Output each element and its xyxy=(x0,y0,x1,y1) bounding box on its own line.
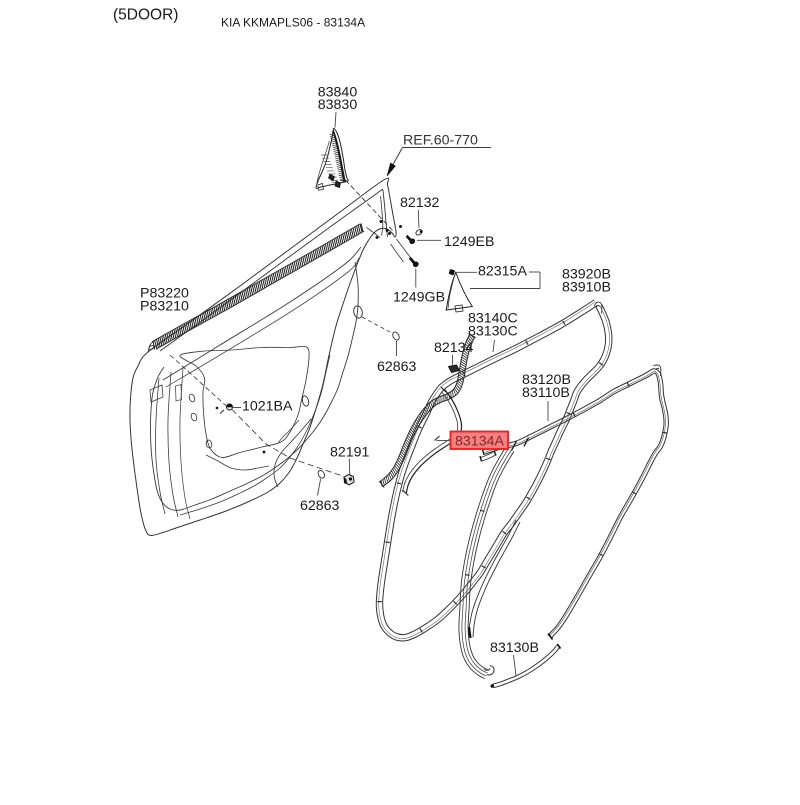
svg-text:83910B: 83910B xyxy=(562,280,611,296)
svg-text:82132: 82132 xyxy=(400,195,440,211)
svg-text:83134A: 83134A xyxy=(455,434,504,450)
svg-text:1249GB: 1249GB xyxy=(393,290,445,306)
svg-text:82191: 82191 xyxy=(330,445,370,461)
svg-text:82315A: 82315A xyxy=(478,264,527,280)
svg-text:83130C: 83130C xyxy=(468,324,518,340)
svg-text:83830: 83830 xyxy=(318,97,358,113)
svg-text:82134: 82134 xyxy=(434,340,474,356)
svg-text:REF.60-770: REF.60-770 xyxy=(403,133,478,149)
svg-text:83130B: 83130B xyxy=(490,640,539,656)
svg-text:83110B: 83110B xyxy=(522,385,570,401)
svg-text:P83210: P83210 xyxy=(140,299,189,315)
svg-text:1021BA: 1021BA xyxy=(242,399,293,415)
svg-text:KIA KKMAPLS06 - 83134A: KIA KKMAPLS06 - 83134A xyxy=(221,16,365,30)
svg-text:1249EB: 1249EB xyxy=(444,234,495,250)
svg-text:62863: 62863 xyxy=(300,498,340,514)
svg-text:62863: 62863 xyxy=(377,359,417,375)
svg-text:(5DOOR): (5DOOR) xyxy=(113,7,178,24)
